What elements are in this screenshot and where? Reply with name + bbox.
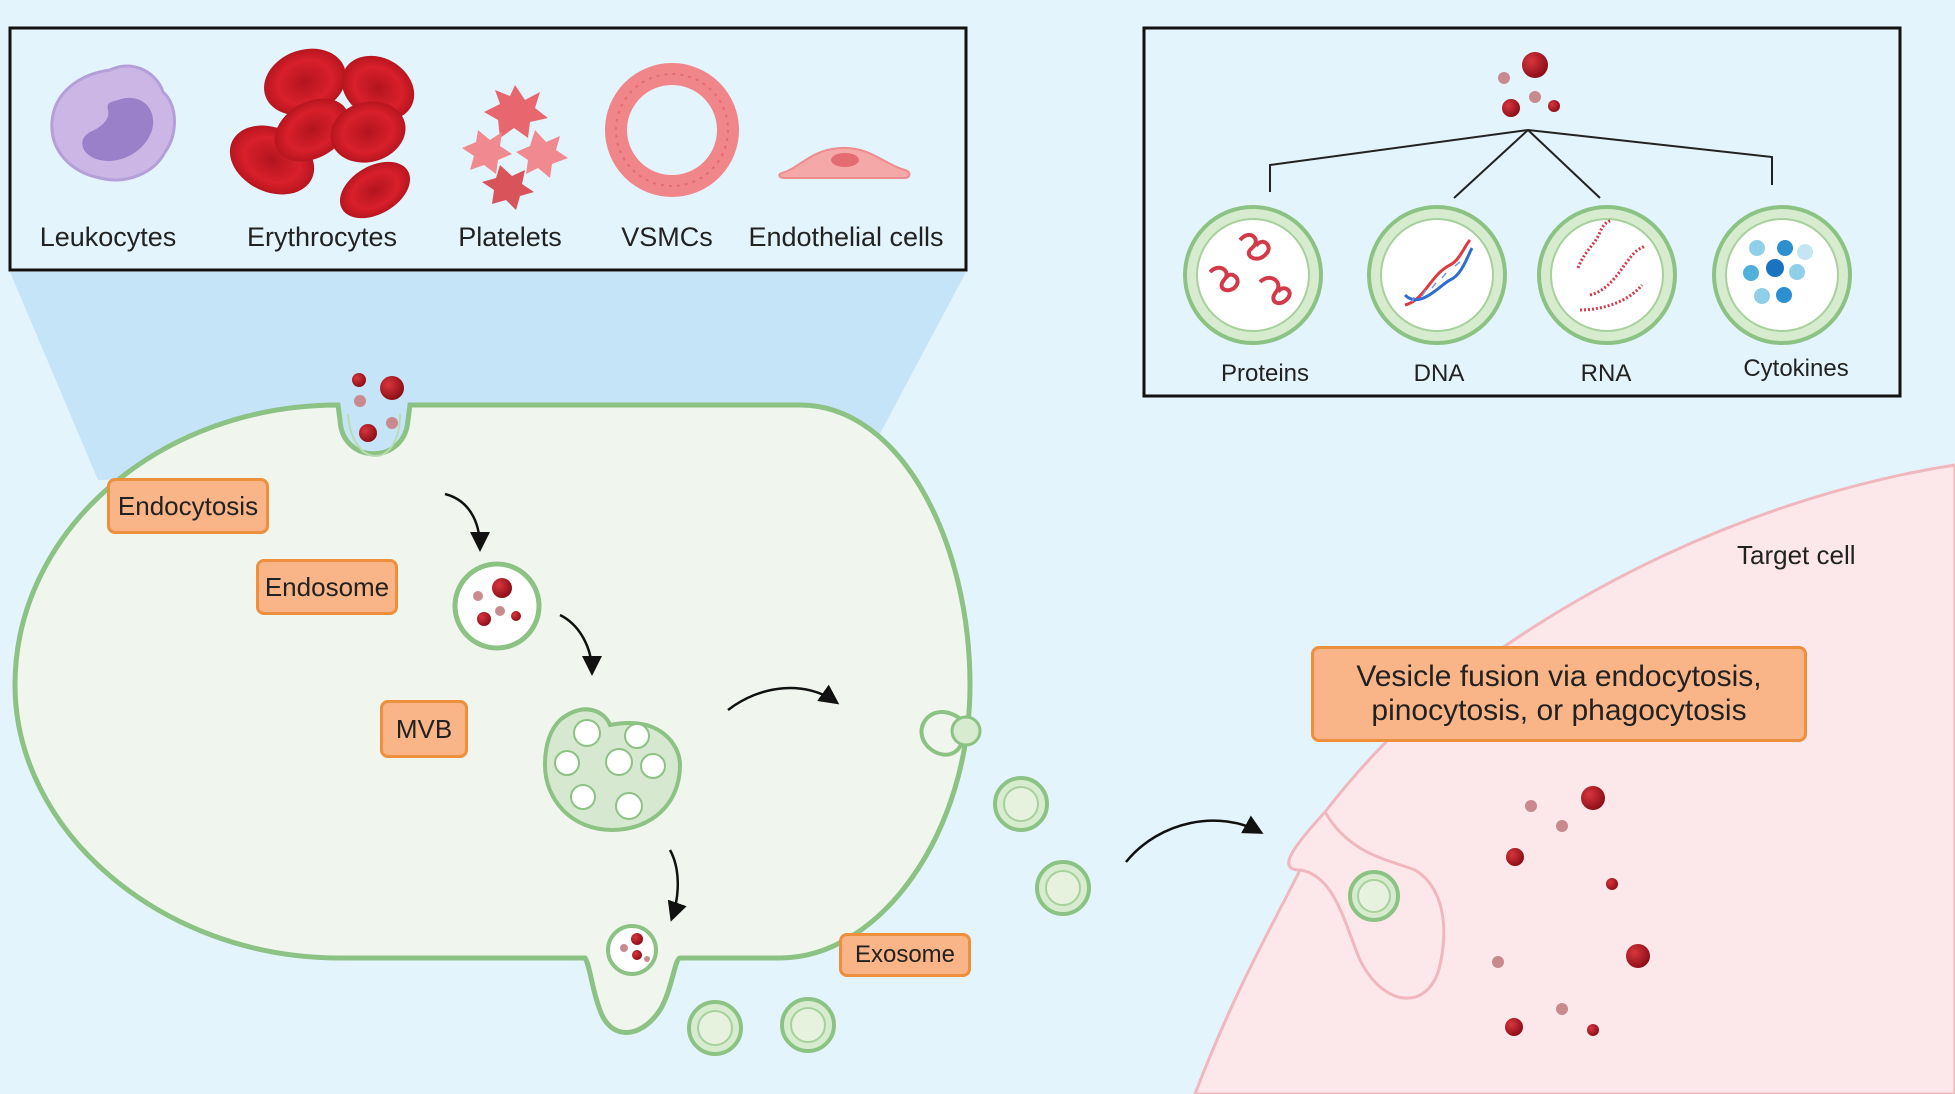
donor-cell-membrane	[12, 402, 973, 1035]
released-cargo	[1492, 786, 1650, 1036]
budding-vesicle	[950, 715, 982, 747]
dna-vesicle	[1367, 205, 1507, 345]
exosome-tag: Exosome	[839, 933, 971, 977]
mvb-tag: MVB	[380, 700, 468, 758]
budding-pocket	[919, 710, 964, 757]
endocytosis-tag: Endocytosis	[107, 478, 269, 534]
multivesicular-body	[542, 707, 683, 833]
endosome-tag: Endosome	[256, 559, 398, 615]
secretory-vesicle	[606, 924, 658, 976]
vsmc-ring-icon	[605, 63, 739, 197]
target-cell-invagination	[1299, 811, 1446, 1000]
cytokines-vesicle	[1712, 205, 1852, 345]
leukocytes-label: Leukocytes	[39, 222, 177, 252]
cargo-tree-lines	[1269, 128, 1773, 199]
erythrocytes-icon	[229, 48, 415, 219]
platelets-icon	[462, 85, 568, 210]
cytokines-label: Cytokines	[1743, 355, 1849, 382]
internalized-vesicle-core	[1357, 879, 1391, 913]
pathway-arrows	[444, 492, 1264, 922]
erythrocytes-label: Erythrocytes	[246, 222, 398, 252]
donor-cell-inner-membrane	[347, 413, 401, 457]
endothelial-cells-label: Endothelial cells	[748, 222, 944, 252]
platelets-label: Platelets	[458, 222, 562, 252]
vesicle-fusion-line-1: Vesicle fusion via endocytosis,	[1356, 660, 1762, 693]
vesicle-fusion-line-2: pinocytosis, or phagocytosis	[1371, 694, 1747, 727]
leukocyte-icon	[50, 64, 176, 182]
target-cell-label: Target cell	[1737, 540, 1856, 570]
rna-vesicle	[1537, 205, 1677, 345]
rna-label: RNA	[1580, 360, 1632, 387]
target-cell	[1193, 463, 1955, 1094]
proteins-label: Proteins	[1220, 360, 1310, 387]
released-exosomes	[687, 776, 1091, 1056]
proteins-vesicle	[1183, 205, 1323, 345]
vsmcs-label: VSMCs	[621, 222, 713, 252]
endocytosed-cargo	[352, 373, 404, 442]
cargo-molecules-icon	[1498, 52, 1560, 117]
endosome	[452, 561, 542, 651]
endothelial-cell-icon	[778, 146, 911, 179]
vesicle-fusion-tag: Vesicle fusion via endocytosis, pinocyto…	[1311, 646, 1807, 742]
dna-label: DNA	[1413, 360, 1465, 387]
